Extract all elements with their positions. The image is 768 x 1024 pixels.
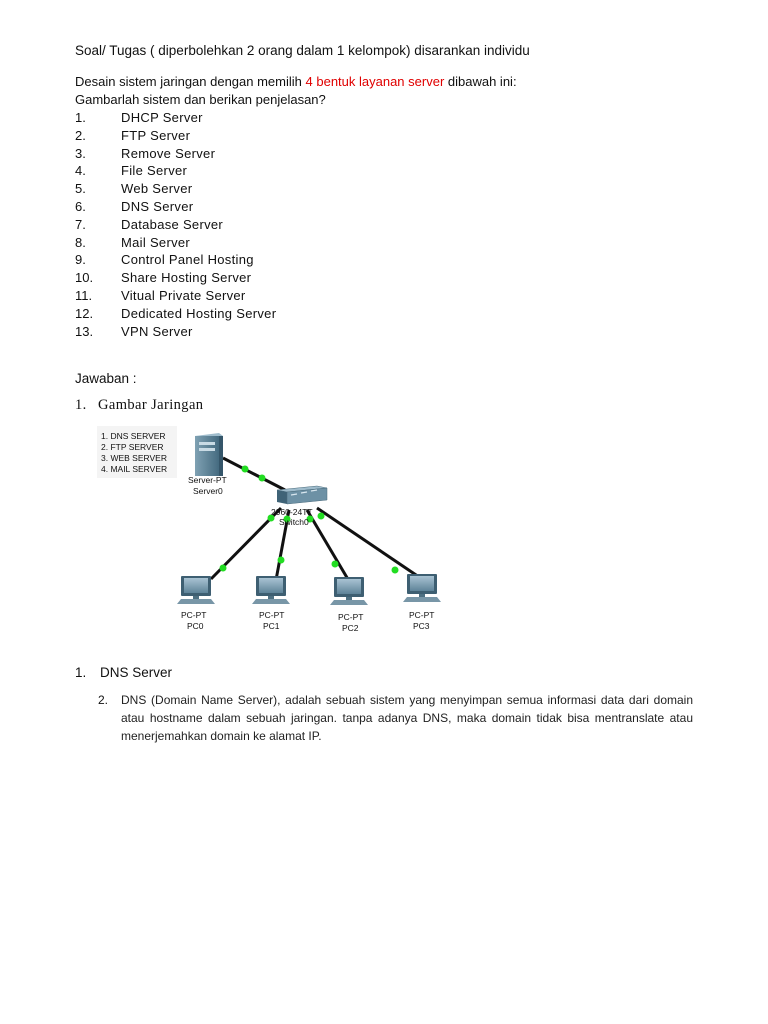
list-item: 6.DNS Server	[75, 198, 276, 216]
intro-prefix: Desain sistem jaringan dengan memilih	[75, 74, 306, 89]
pc-icon	[177, 576, 215, 604]
note-line: 3. WEB SERVER	[101, 453, 167, 463]
list-item-label: Vitual Private Server	[121, 287, 246, 305]
note-line: 2. FTP SERVER	[101, 442, 164, 452]
list-item-number: 5.	[75, 180, 121, 198]
list-item: 5.Web Server	[75, 180, 276, 198]
pc-name-label: PC2	[342, 623, 359, 633]
port-indicators	[220, 466, 399, 574]
switch-name-label: Switch0	[279, 517, 309, 527]
list-item-number: 6.	[75, 198, 121, 216]
pc-name-label: PC3	[413, 621, 430, 631]
note-line: 4. MAIL SERVER	[101, 464, 167, 474]
answer-heading: Jawaban :	[75, 371, 137, 386]
list-item: 9.Control Panel Hosting	[75, 251, 276, 269]
pc-icon	[403, 574, 441, 602]
list-item: 1.DHCP Server	[75, 109, 276, 127]
intro-line-1: Desain sistem jaringan dengan memilih 4 …	[75, 74, 517, 89]
section-heading: 1.DNS Server	[75, 665, 172, 680]
list-item-label: Remove Server	[121, 145, 215, 163]
link-switch-pc3	[317, 508, 422, 579]
list-item-number: 12.	[75, 305, 121, 323]
pc-icon	[252, 576, 290, 604]
list-item: 8.Mail Server	[75, 234, 276, 252]
link-server-switch	[223, 458, 285, 490]
section-number: 1.	[75, 665, 100, 680]
server-name-label: Server0	[193, 486, 223, 496]
figure-heading-number: 1.	[75, 397, 98, 414]
list-item-number: 4.	[75, 162, 121, 180]
list-item: 7.Database Server	[75, 216, 276, 234]
link-switch-pc2	[307, 510, 349, 581]
list-item-number: 11.	[75, 287, 121, 305]
intro-line-2: Gambarlah sistem dan berikan penjelasan?	[75, 92, 326, 107]
server-icon	[195, 433, 223, 476]
list-item-label: Web Server	[121, 180, 192, 198]
figure-heading-label: Gambar Jaringan	[98, 397, 203, 413]
list-item-label: Share Hosting Server	[121, 269, 251, 287]
server-services-note: 1. DNS SERVER 2. FTP SERVER 3. WEB SERVE…	[97, 426, 177, 478]
pc-type-label: PC-PT	[409, 610, 435, 620]
list-item-label: Control Panel Hosting	[121, 251, 254, 269]
dns-explanation-paragraph: DNS (Domain Name Server), adalah sebuah …	[121, 691, 693, 745]
network-figure-heading: 1.Gambar Jaringan	[75, 397, 203, 414]
list-item-label: Database Server	[121, 216, 223, 234]
list-item-label: Mail Server	[121, 234, 190, 252]
pc-type-label: PC-PT	[338, 612, 364, 622]
list-item-number: 3.	[75, 145, 121, 163]
task-title: Soal/ Tugas ( diperbolehkan 2 orang dala…	[75, 43, 530, 58]
intro-suffix: dibawah ini:	[444, 74, 516, 89]
list-item-number: 1.	[75, 109, 121, 127]
pc-type-label: PC-PT	[181, 610, 207, 620]
list-item: 12.Dedicated Hosting Server	[75, 305, 276, 323]
list-item-number: 13.	[75, 323, 121, 341]
list-item-label: DNS Server	[121, 198, 193, 216]
switch-type-label: 2960-24TT	[271, 507, 313, 517]
list-item-number: 7.	[75, 216, 121, 234]
intro-highlight: 4 bentuk layanan server	[306, 74, 445, 89]
network-links	[211, 458, 422, 581]
list-item-number: 8.	[75, 234, 121, 252]
list-item: 11.Vitual Private Server	[75, 287, 276, 305]
list-item-number: 2.	[75, 127, 121, 145]
section-label: DNS Server	[100, 665, 172, 680]
list-item: 2.FTP Server	[75, 127, 276, 145]
list-item-number: 10.	[75, 269, 121, 287]
note-line: 1. DNS SERVER	[101, 431, 166, 441]
list-item: 4.File Server	[75, 162, 276, 180]
list-item: 10.Share Hosting Server	[75, 269, 276, 287]
list-item-label: File Server	[121, 162, 187, 180]
pc-type-label: PC-PT	[259, 610, 285, 620]
pc-icon	[330, 577, 368, 605]
network-diagram: 1. DNS SERVER 2. FTP SERVER 3. WEB SERVE…	[95, 424, 465, 642]
list-item: 13.VPN Server	[75, 323, 276, 341]
list-item-label: VPN Server	[121, 323, 193, 341]
list-item-label: FTP Server	[121, 127, 190, 145]
pc-name-label: PC0	[187, 621, 204, 631]
server-type-label: Server-PT	[188, 475, 227, 485]
list-item: 3.Remove Server	[75, 145, 276, 163]
pc-name-label: PC1	[263, 621, 280, 631]
list-item-number: 9.	[75, 251, 121, 269]
server-list: 1.DHCP Server 2.FTP Server 3.Remove Serv…	[75, 109, 276, 340]
paragraph-number: 2.	[98, 693, 108, 707]
list-item-label: DHCP Server	[121, 109, 203, 127]
list-item-label: Dedicated Hosting Server	[121, 305, 276, 323]
